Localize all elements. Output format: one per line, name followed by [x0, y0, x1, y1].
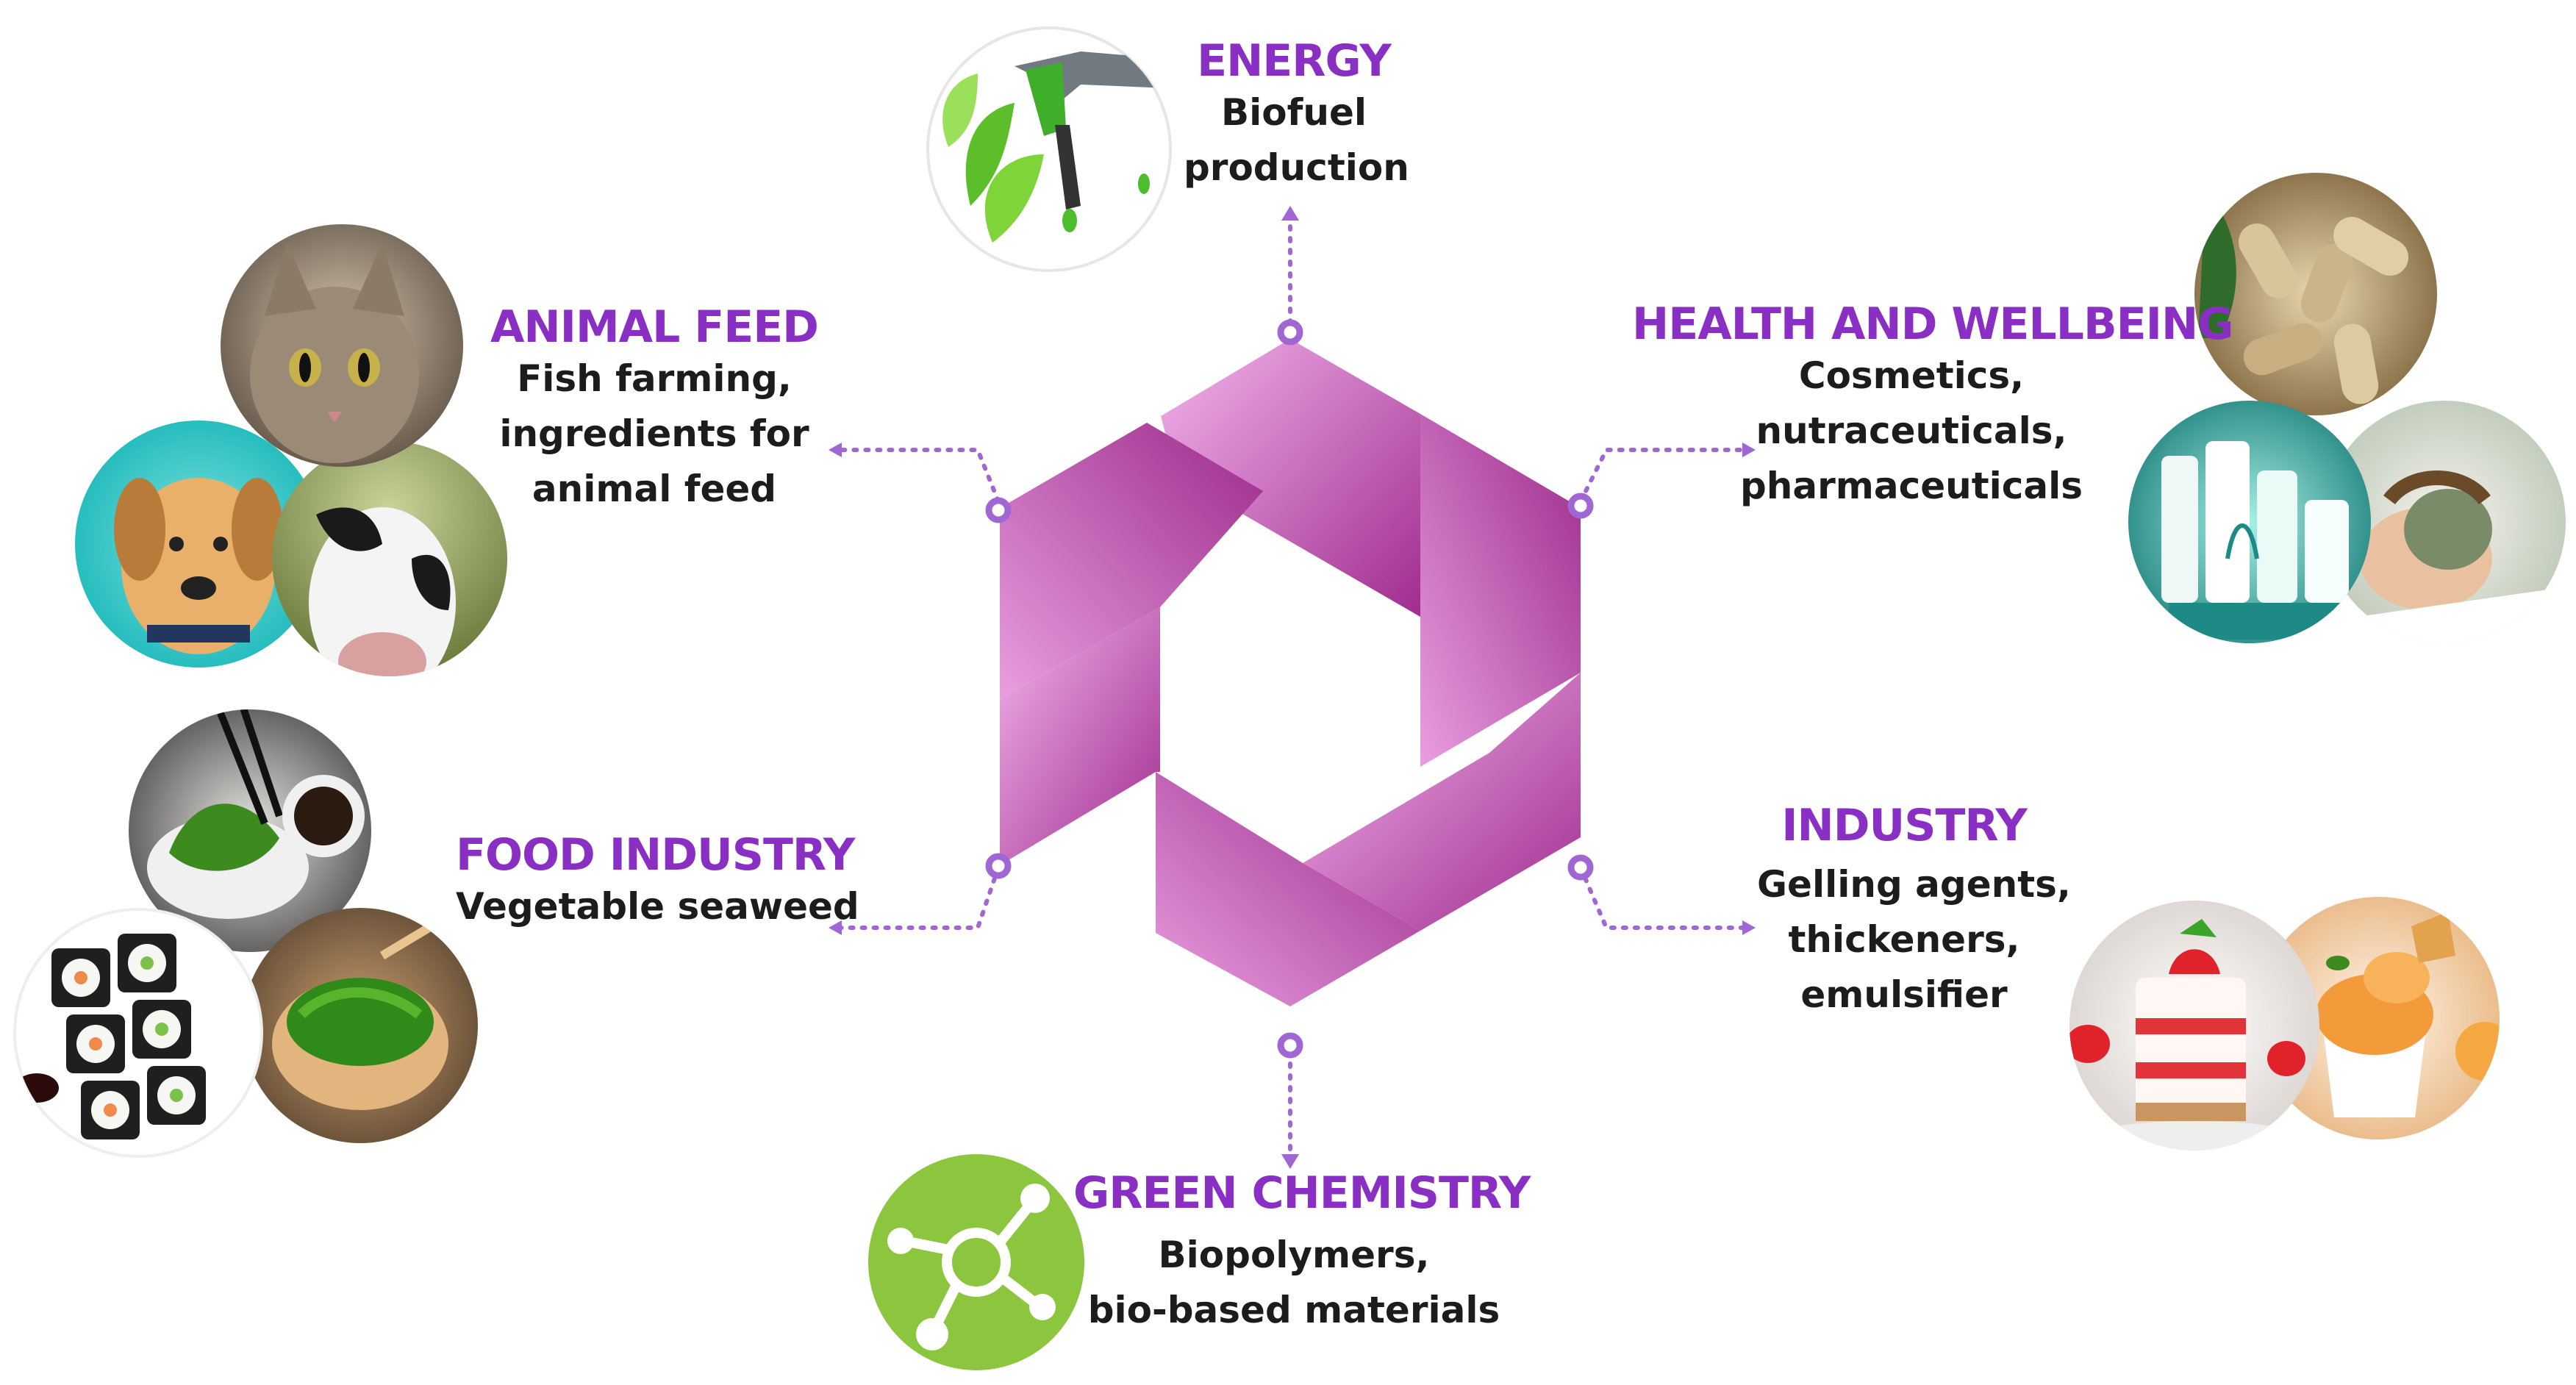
sector-energy: ENERGY Biofuel production — [1184, 35, 1409, 196]
energy-title: ENERGY — [1197, 35, 1392, 87]
health-line-3: pharmaceuticals — [1739, 465, 2083, 507]
green-chemistry-line-1: Biopolymers, — [1158, 1234, 1430, 1276]
sector-animal-feed: ANIMAL FEED Fish farming, ingredients fo… — [485, 303, 823, 517]
connector-food — [836, 865, 1001, 930]
industry-line-1: Gelling agents, — [1757, 863, 2071, 906]
connector-nodes — [985, 319, 1594, 1059]
sector-green-chemistry: GREEN CHEMISTRY Biopolymers, bio-based m… — [1073, 1167, 1531, 1338]
sector-food: FOOD INDUSTRY Vegetable seaweed — [456, 829, 859, 934]
animal-feed-line-3: animal feed — [532, 468, 777, 510]
molecule-icon — [868, 1154, 1084, 1370]
health-line-2: nutraceuticals, — [1756, 409, 2067, 452]
sector-industry: INDUSTRY Gelling agents, thickeners, emu… — [1757, 800, 2071, 1023]
green-chemistry-line-2: bio-based materials — [1087, 1289, 1500, 1331]
connector-animal-feed — [836, 448, 1001, 504]
hexagon-swirl-logo — [1000, 339, 1581, 1006]
energy-description: Biofuel production — [1184, 85, 1409, 196]
sushi-rolls — [15, 934, 206, 1139]
industry-description: Gelling agents, thickeners, emulsifier — [1757, 857, 2071, 1023]
pets-livestock-icon — [75, 224, 507, 676]
connectors — [836, 222, 1748, 1153]
connector-industry — [1578, 865, 1748, 930]
animal-feed-description: Fish farming, ingredients for animal fee… — [485, 351, 823, 517]
food-title: FOOD INDUSTRY — [456, 829, 855, 881]
green-chemistry-title: GREEN CHEMISTRY — [1073, 1167, 1531, 1219]
connector-arrows — [829, 206, 1756, 1169]
connector-health — [1578, 448, 1748, 504]
health-line-1: Cosmetics, — [1798, 354, 2025, 397]
sector-health: HEALTH AND WELLBEING Cosmetics, nutraceu… — [1632, 298, 2233, 514]
sushi-seaweed-icon — [13, 709, 478, 1158]
energy-line-2: production — [1184, 146, 1409, 189]
animal-feed-title: ANIMAL FEED — [490, 301, 819, 353]
industry-line-3: emulsifier — [1800, 973, 2008, 1016]
energy-line-1: Biofuel — [1221, 91, 1367, 134]
health-description: Cosmetics, nutraceuticals, pharmaceutica… — [1632, 348, 2191, 514]
food-line-1: Vegetable seaweed — [456, 885, 859, 928]
fuel-nozzle-leaf-icon — [926, 26, 1172, 272]
industry-line-2: thickeners, — [1788, 918, 2020, 961]
capsules-cosmetics-icon — [2128, 173, 2566, 643]
animal-feed-line-1: Fish farming, — [517, 357, 792, 400]
animal-feed-line-2: ingredients for — [499, 412, 809, 455]
industry-title: INDUSTRY — [1781, 800, 2028, 851]
green-chemistry-description: Biopolymers, bio-based materials — [1073, 1228, 1514, 1338]
health-title: HEALTH AND WELLBEING — [1632, 298, 2233, 350]
desserts-icon — [2069, 897, 2500, 1150]
food-description: Vegetable seaweed — [456, 879, 859, 934]
